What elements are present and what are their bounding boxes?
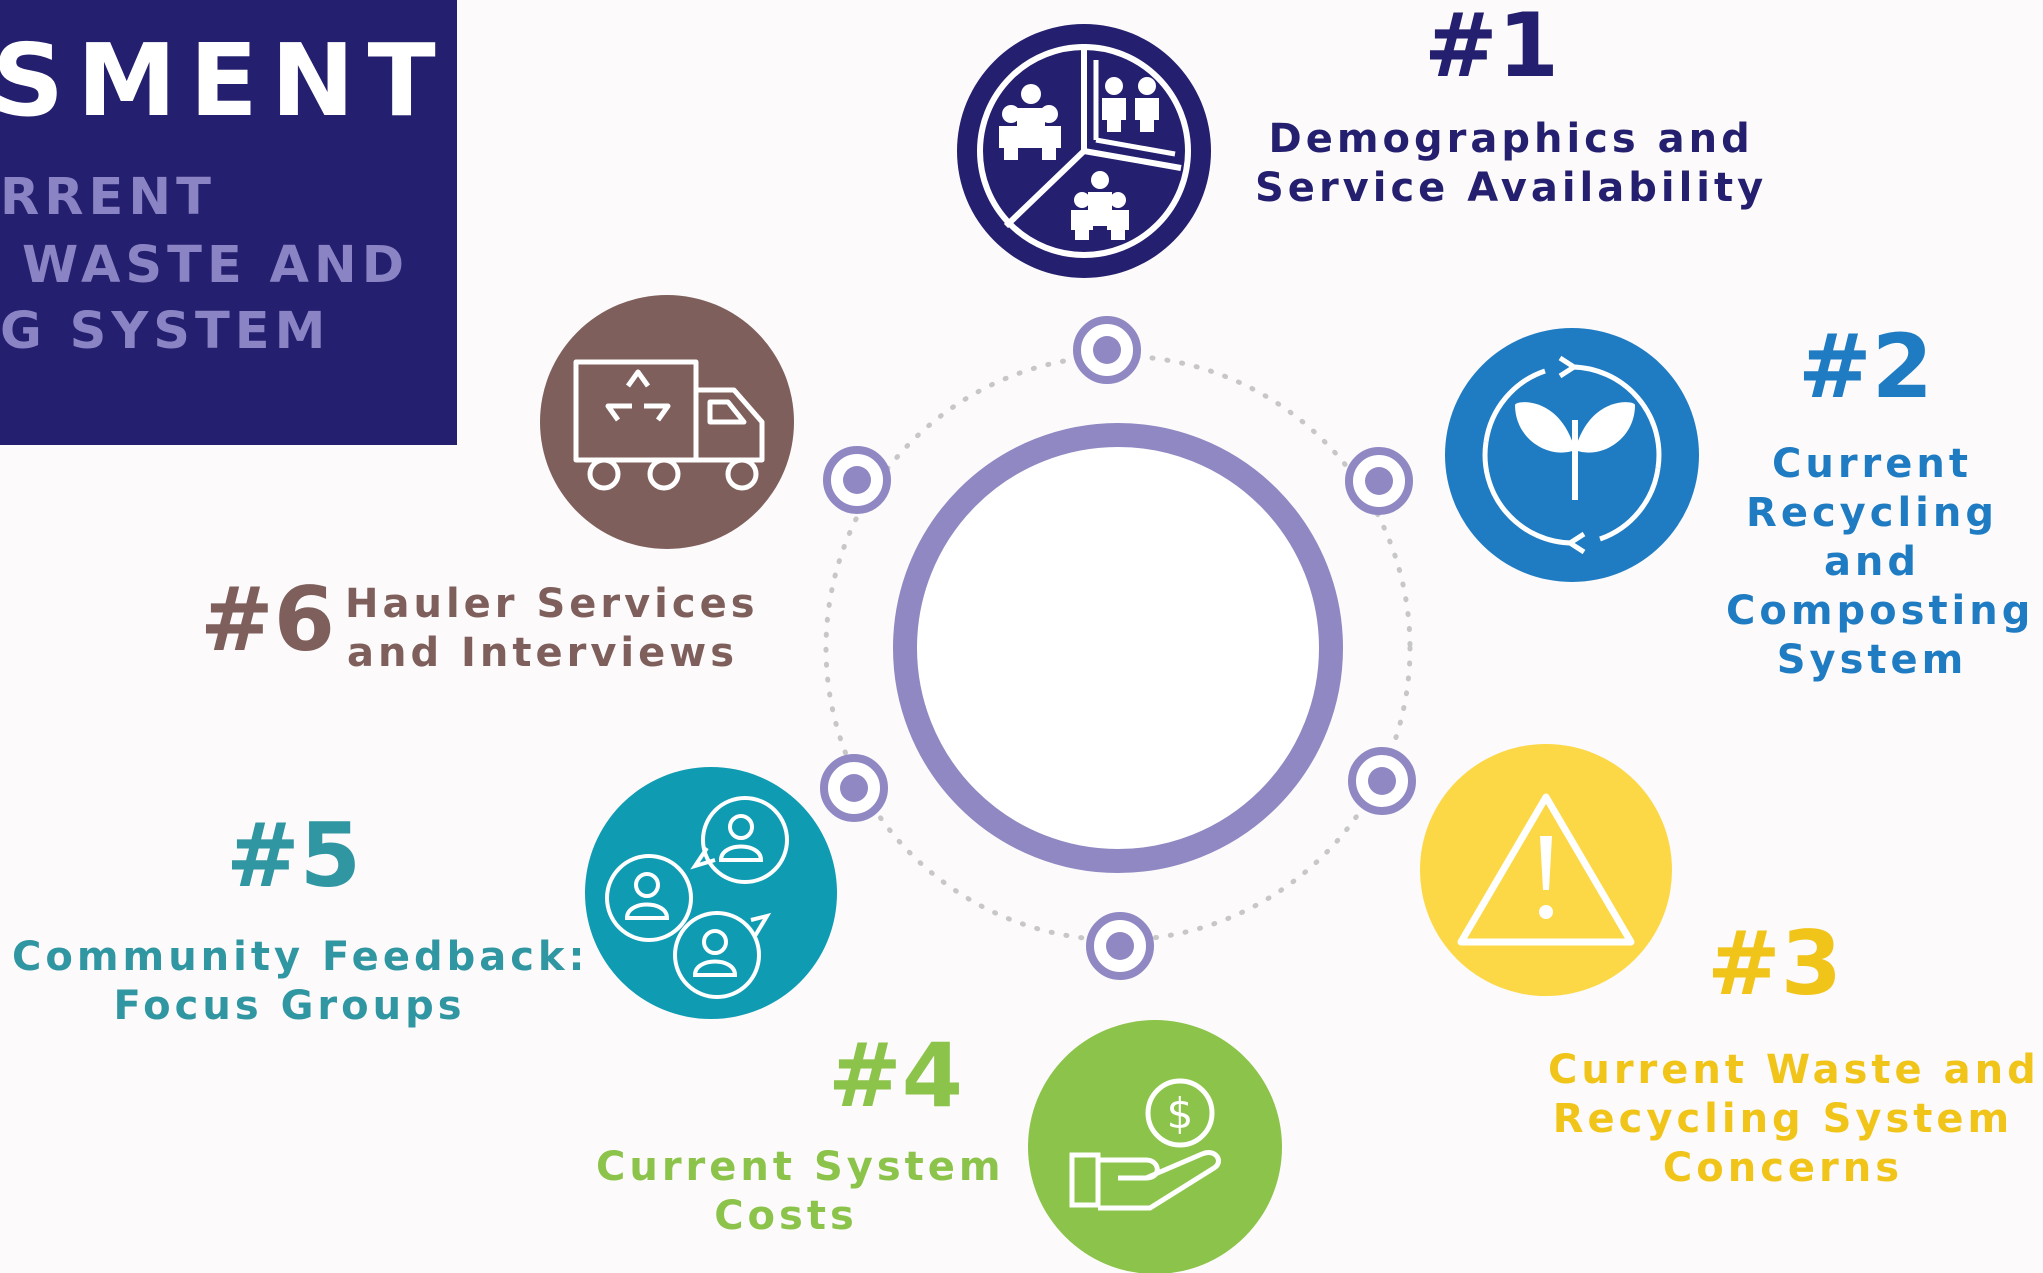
step-4-line-2: Costs: [714, 1193, 858, 1239]
step-5-number: #5: [226, 804, 361, 907]
step-3-line-3: Concerns: [1662, 1145, 1904, 1191]
connector-node-6: [823, 446, 891, 514]
connector-nodes: [820, 316, 1416, 980]
connector-node-3: [1348, 747, 1416, 815]
step-2-line-5: System: [1776, 637, 1968, 683]
step-4-line-1: Current System: [596, 1144, 1005, 1190]
chat-people-icon: [585, 767, 837, 1019]
svg-text:$: $: [1167, 1089, 1194, 1138]
warning-icon: [1420, 744, 1672, 996]
step-3-line-2: Recycling System: [1552, 1096, 2014, 1142]
title-box: SMENT RRENT WASTE AND G SYSTEM: [0, 0, 457, 445]
step-2-line-2: Recycling: [1746, 490, 1998, 536]
recycle-sprout-icon: [1445, 328, 1699, 582]
title-sub-line-3: G SYSTEM: [0, 302, 331, 361]
title-main: SMENT: [0, 22, 449, 139]
recycling-truck-icon: [540, 295, 794, 549]
step-4-number: #4: [828, 1024, 963, 1127]
dotted-orbit: [823, 353, 1413, 943]
step-3-number: #3: [1707, 912, 1842, 1015]
step-3-line-1: Current Waste and: [1548, 1047, 2040, 1093]
step-3-description: Current Waste and Recycling System Conce…: [1548, 1046, 2040, 1193]
step-2-description: Current Recycling and Composting System: [1726, 440, 2035, 685]
step-4-description: Current System Costs: [596, 1143, 1005, 1241]
title-sub-line-2: WASTE AND: [22, 236, 410, 295]
step-2-line-3: and: [1823, 539, 1921, 585]
step-2-line-1: Current: [1771, 441, 1972, 487]
center-ring: [893, 423, 1343, 873]
connector-node-1: [1073, 316, 1141, 384]
step-5-description: Community Feedback: Focus Groups: [12, 933, 589, 1031]
connector-node-5: [820, 754, 888, 822]
title-sub-line-1: RRENT: [0, 168, 216, 227]
step-6-line-2: and Interviews: [346, 630, 739, 676]
step-2-line-4: Composting: [1726, 588, 2035, 634]
step-1-line-2: Service Availability: [1255, 165, 1768, 211]
connector-node-4: [1086, 912, 1154, 980]
connector-node-2: [1345, 447, 1413, 515]
step-5-line-2: Focus Groups: [113, 983, 466, 1029]
step-6-number: #6: [200, 568, 335, 671]
step-6-description: Hauler Services and Interviews: [345, 580, 759, 678]
step-1-number: #1: [1424, 0, 1559, 97]
step-6-line-1: Hauler Services: [345, 581, 759, 627]
money-hand-icon: $: [1028, 1020, 1282, 1273]
step-1-line-1: Demographics and: [1268, 116, 1754, 162]
pie-chart-people-icon: [957, 24, 1211, 278]
step-1-description: Demographics and Service Availability: [1255, 115, 1767, 213]
step-2-number: #2: [1798, 315, 1933, 418]
step-5-line-1: Community Feedback:: [12, 934, 589, 980]
